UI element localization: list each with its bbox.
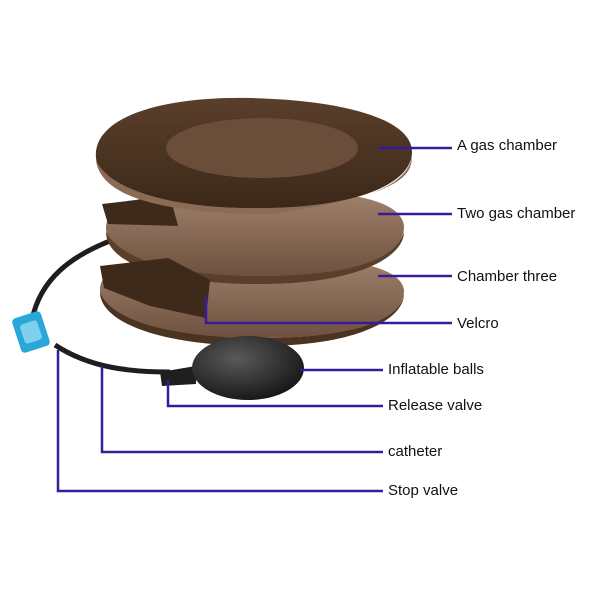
label-release-valve: Release valve bbox=[388, 397, 483, 414]
inflatable-ball-part bbox=[160, 336, 304, 400]
label-inflatable-balls: Inflatable balls bbox=[388, 361, 484, 378]
label-catheter: catheter bbox=[388, 443, 443, 460]
stop-valve-part bbox=[12, 311, 50, 353]
velcro-strap-lower bbox=[100, 258, 210, 318]
leader-catheter bbox=[100, 366, 383, 454]
leader-lines bbox=[56, 146, 452, 493]
label-stop-valve: Stop valve bbox=[388, 482, 459, 499]
leader-stop-valve bbox=[56, 350, 383, 493]
catheter-tube-lower bbox=[53, 342, 171, 375]
catheter-tube bbox=[29, 235, 119, 321]
label-chamber-three: Chamber three bbox=[457, 268, 558, 285]
label-velcro: Velcro bbox=[457, 315, 499, 332]
label-two-gas-chamber: Two gas chamber bbox=[457, 205, 576, 222]
leader-velcro bbox=[204, 296, 452, 325]
leader-release-valve bbox=[166, 380, 383, 408]
label-a-gas-chamber: A gas chamber bbox=[457, 137, 558, 154]
a-gas-chamber-part bbox=[95, 97, 412, 214]
